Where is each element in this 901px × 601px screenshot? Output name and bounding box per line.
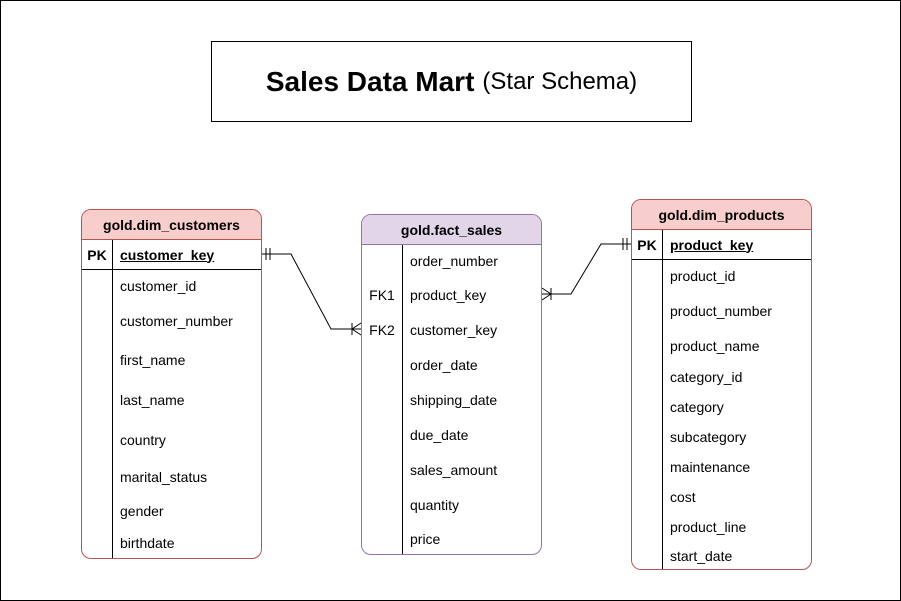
- field-row: last_name: [82, 380, 261, 420]
- entity-header: gold.dim_products: [632, 200, 811, 230]
- field-name: start_date: [670, 548, 733, 564]
- pk-row: PK customer_key: [82, 240, 261, 270]
- field-name: category_id: [670, 369, 743, 385]
- field-row: first_name: [82, 340, 261, 380]
- entity-dim-products[interactable]: gold.dim_products PK product_key product…: [631, 199, 812, 570]
- title-box: Sales Data Mart (Star Schema): [211, 41, 692, 122]
- field-row: FK1 product_key: [362, 277, 541, 313]
- field-row: category: [632, 392, 811, 422]
- field-row: FK2 customer_key: [362, 313, 541, 347]
- field-row: customer_id: [82, 270, 261, 302]
- pk-label: PK: [87, 246, 107, 263]
- field-name: product_key: [410, 287, 487, 303]
- many-marker-crow: [351, 322, 362, 330]
- field-name: shipping_date: [410, 392, 498, 408]
- entity-dim-customers[interactable]: gold.dim_customers PK customer_key custo…: [81, 209, 262, 559]
- field-row: marital_status: [82, 460, 261, 494]
- field-row: price: [362, 523, 541, 554]
- field-name: category: [670, 399, 724, 415]
- field-name: birthdate: [120, 535, 175, 551]
- field-name: quantity: [410, 497, 460, 513]
- field-name: price: [410, 531, 441, 547]
- key-column-divider: [402, 245, 403, 554]
- pk-label: PK: [637, 236, 657, 253]
- field-row: cost: [632, 482, 811, 512]
- field-name: marital_status: [120, 469, 208, 485]
- key-column-divider: [112, 240, 113, 558]
- field-row: subcategory: [632, 422, 811, 452]
- field-name: customer_key: [410, 322, 498, 338]
- pk-field: customer_key: [120, 246, 215, 263]
- fk-label: FK1: [369, 287, 395, 303]
- field-row: customer_number: [82, 302, 261, 340]
- many-marker-crow: [351, 328, 362, 336]
- field-name: product_line: [670, 519, 747, 535]
- field-row: order_number: [362, 245, 541, 277]
- connector-line: [542, 243, 631, 295]
- field-name: product_name: [670, 338, 760, 354]
- field-row: maintenance: [632, 452, 811, 482]
- field-name: first_name: [120, 352, 186, 368]
- field-row: gender: [82, 494, 261, 528]
- pk-row: PK product_key: [632, 230, 811, 260]
- field-row: birthdate: [82, 528, 261, 558]
- field-name: customer_number: [120, 313, 233, 329]
- pk-field: product_key: [670, 236, 754, 253]
- field-row: product_name: [632, 330, 811, 362]
- field-row: category_id: [632, 362, 811, 392]
- field-name: due_date: [410, 427, 469, 443]
- many-marker-crow: [541, 287, 552, 295]
- field-row: sales_amount: [362, 453, 541, 487]
- field-name: product_id: [670, 268, 736, 284]
- field-name: last_name: [120, 392, 185, 408]
- title-main: Sales Data Mart: [265, 65, 475, 97]
- field-row: start_date: [632, 542, 811, 569]
- field-name: country: [120, 432, 166, 448]
- field-name: maintenance: [670, 459, 751, 475]
- field-name: cost: [670, 489, 696, 505]
- field-row: product_id: [632, 260, 811, 292]
- field-name: customer_id: [120, 278, 197, 294]
- entity-fact-sales[interactable]: gold.fact_sales order_number FK1 product_…: [361, 214, 542, 555]
- connector-line: [262, 253, 361, 330]
- field-name: order_number: [410, 253, 498, 269]
- field-row: country: [82, 420, 261, 460]
- key-column-divider: [662, 230, 663, 569]
- field-name: subcategory: [670, 429, 747, 445]
- fk-label: FK2: [369, 322, 395, 338]
- field-row: due_date: [362, 417, 541, 453]
- entity-header: gold.dim_customers: [82, 210, 261, 240]
- relationship-products-fact[interactable]: [541, 238, 631, 301]
- relationship-customers-fact[interactable]: [262, 248, 362, 336]
- title-subtitle: (Star Schema): [482, 67, 638, 95]
- many-marker-crow: [541, 293, 552, 301]
- field-name: sales_amount: [410, 462, 498, 478]
- field-row: quantity: [362, 487, 541, 523]
- entity-header: gold.fact_sales: [362, 215, 541, 245]
- field-name: order_date: [410, 357, 478, 373]
- field-row: order_date: [362, 347, 541, 383]
- field-name: gender: [120, 503, 164, 519]
- field-name: product_number: [670, 303, 772, 319]
- field-row: product_number: [632, 292, 811, 330]
- field-row: product_line: [632, 512, 811, 542]
- field-row: shipping_date: [362, 383, 541, 417]
